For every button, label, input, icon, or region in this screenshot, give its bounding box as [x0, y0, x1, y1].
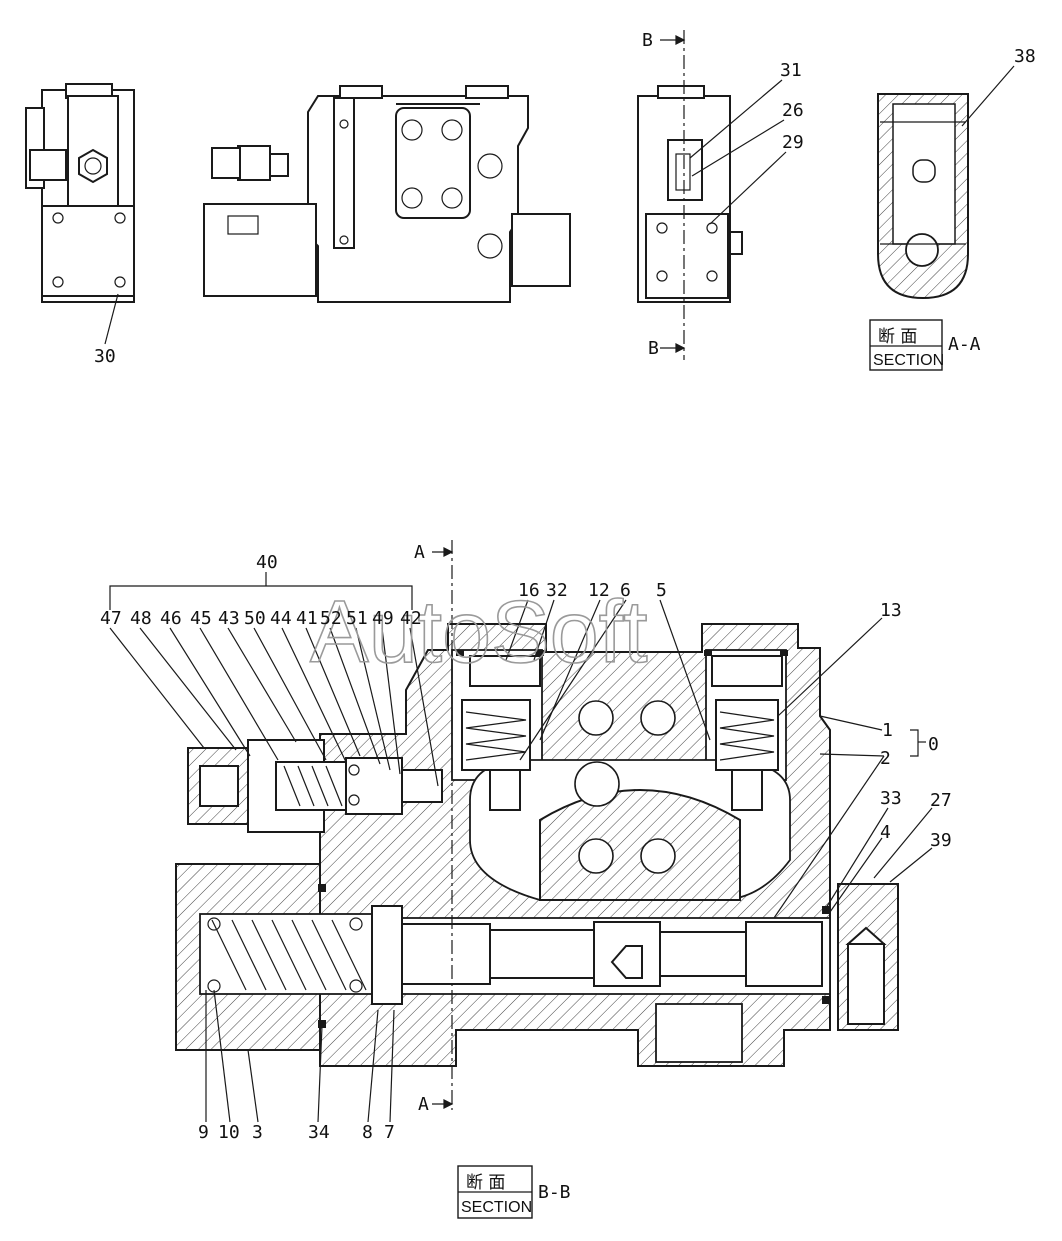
callout-5: 5	[656, 580, 667, 601]
callout-33: 33	[880, 788, 902, 809]
section-a-a-title: 断 面 SECTION A-A	[869, 319, 981, 371]
cut-markers	[432, 35, 686, 1109]
callout-12: 12	[588, 580, 610, 601]
callout-39: 39	[930, 830, 952, 851]
right-side-view	[637, 30, 743, 360]
watermark-text: AutoSoft	[310, 582, 648, 681]
callout-7: 7	[384, 1122, 395, 1143]
callout-16: 16	[518, 580, 540, 601]
callout-6: 6	[620, 580, 631, 601]
callout-13: 13	[880, 600, 902, 621]
callout-29: 29	[782, 132, 804, 153]
cut-label-a-top: A	[414, 542, 425, 563]
callout-3: 3	[252, 1122, 263, 1143]
callout-43: 43	[218, 608, 240, 629]
callout-1: 1	[882, 720, 893, 741]
callout-32: 32	[546, 580, 568, 601]
section-a-a-cjk: 断 面	[878, 327, 917, 347]
section-b-b-cjk: 断 面	[466, 1173, 505, 1193]
section-a-a-view	[877, 93, 969, 300]
callout-40: 40	[256, 552, 278, 573]
callout-52: 52	[320, 608, 342, 629]
callout-48: 48	[130, 608, 152, 629]
leader-lines	[104, 65, 1015, 1123]
callout-2: 2	[880, 748, 891, 769]
callout-38: 38	[1014, 46, 1036, 67]
section-b-b-title: 断 面 SECTION B-B	[457, 1165, 571, 1219]
callout-30: 30	[94, 346, 116, 367]
callout-46: 46	[160, 608, 182, 629]
section-a-a-en: SECTION	[873, 352, 944, 369]
callout-26: 26	[782, 100, 804, 121]
cut-label-b-top: B	[642, 30, 653, 51]
callout-numbers: 30 31 26 29 38 40 47 48 46 45 43 50 44 4…	[94, 46, 1036, 1143]
callout-4: 4	[880, 822, 891, 843]
callout-47: 47	[100, 608, 122, 629]
callout-0: 0	[928, 734, 939, 755]
callout-44: 44	[270, 608, 292, 629]
callout-41: 41	[296, 608, 318, 629]
callout-45: 45	[190, 608, 212, 629]
front-view	[203, 85, 571, 303]
callout-51: 51	[346, 608, 368, 629]
section-b-b-id: B-B	[538, 1182, 571, 1203]
cut-label-a-bottom: A	[418, 1094, 429, 1115]
callout-31: 31	[780, 60, 802, 81]
callout-49: 49	[372, 608, 394, 629]
callout-10: 10	[218, 1122, 240, 1143]
callout-27: 27	[930, 790, 952, 811]
callout-42: 42	[400, 608, 422, 629]
callout-9: 9	[198, 1122, 209, 1143]
section-b-b-en: SECTION	[461, 1199, 532, 1216]
callout-50: 50	[244, 608, 266, 629]
callout-8: 8	[362, 1122, 373, 1143]
section-b-b-view	[175, 540, 899, 1110]
section-a-a-id: A-A	[948, 334, 981, 355]
callout-34: 34	[308, 1122, 330, 1143]
cut-label-b-bottom: B	[648, 338, 659, 359]
left-side-view	[25, 83, 135, 303]
